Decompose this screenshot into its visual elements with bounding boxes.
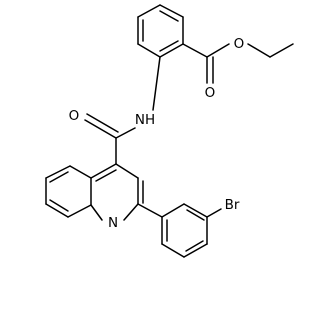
bromine-label: Br — [225, 197, 240, 213]
amide-oxygen-label: O — [69, 108, 80, 124]
bromophenyl-ring — [137, 203, 222, 258]
amide-linker — [84, 56, 161, 165]
quinoline-rings — [45, 163, 144, 221]
quinoline-nitrogen-label: N — [108, 215, 118, 231]
benzoate-ring — [137, 4, 184, 58]
carbonyl-oxygen-label: O — [205, 85, 216, 101]
ethyl-ester-group — [182, 43, 294, 84]
amide-nitrogen-label: NH — [135, 112, 155, 128]
ester-oxygen-label: O — [234, 36, 245, 52]
